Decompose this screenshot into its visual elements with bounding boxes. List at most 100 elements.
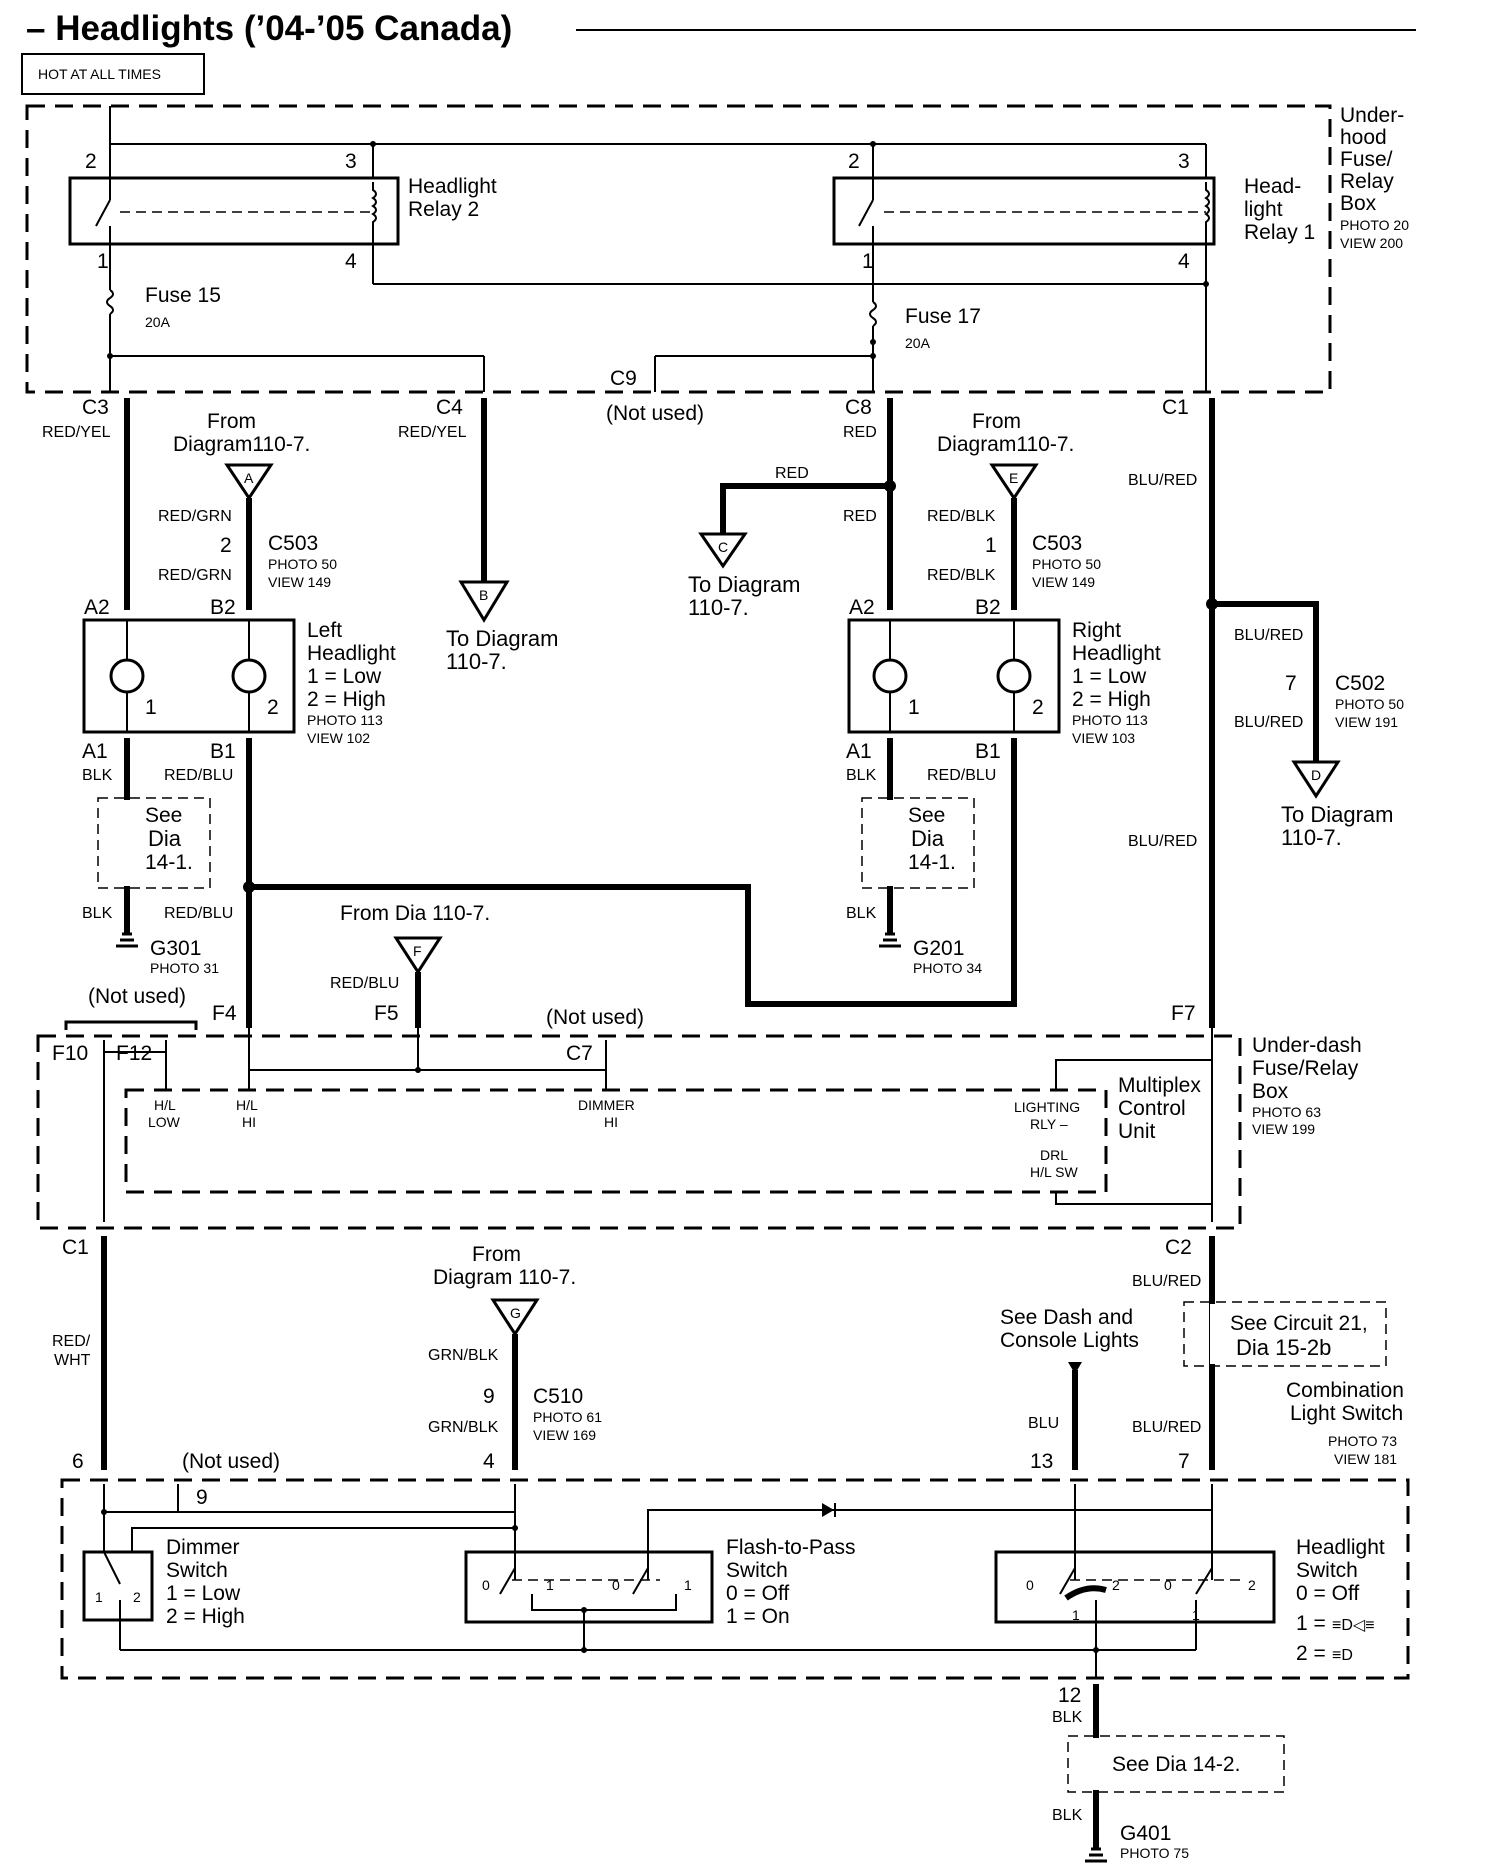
ref-triangle-a (224, 463, 274, 501)
svg-text:9: 9 (483, 1385, 495, 1408)
svg-text:BLU/RED: BLU/RED (1132, 1273, 1201, 1290)
svg-text:C8: C8 (845, 396, 872, 419)
wire-label-red-grn-bot: RED/GRN (158, 567, 232, 584)
underhood-box-label: Under- hood Fuse/ Relay Box PHOTO 20 VIE… (1340, 104, 1409, 251)
svg-text:1: 1 (145, 696, 157, 719)
svg-text:PHOTO 31: PHOTO 31 (150, 960, 219, 976)
svg-text:2 = High: 2 = High (166, 1605, 245, 1628)
svg-text:2 =: 2 = (1296, 1642, 1326, 1665)
fuse-17-amp: 20A (905, 335, 931, 351)
relay-1-coil (1204, 182, 1210, 244)
left-high-beam-bulb-icon (231, 658, 267, 694)
svg-text:PHOTO 34: PHOTO 34 (913, 960, 982, 976)
right-headlight-pins: A2 B2 A1 B1 (846, 596, 1001, 763)
see-dia-14-1-right (861, 797, 975, 889)
svg-text:1: 1 (985, 534, 997, 557)
svg-text:Relay 2: Relay 2 (408, 198, 479, 221)
svg-text:Dia 15-2b: Dia 15-2b (1236, 1335, 1331, 1360)
wire-label-red-yel-c4: RED/YEL (398, 424, 467, 441)
svg-text:H/L: H/L (154, 1097, 176, 1113)
svg-text:1: 1 (546, 1577, 554, 1593)
headlight-relay-2 (68, 176, 400, 246)
svg-text:A1: A1 (82, 740, 108, 763)
see-dia-14-2-label: See Dia 14-2. (1112, 1753, 1240, 1776)
svg-text:F12: F12 (116, 1042, 152, 1065)
svg-text:1 = On: 1 = On (726, 1605, 790, 1628)
svg-text:VIEW 191: VIEW 191 (1335, 714, 1398, 730)
svg-text:110-7.: 110-7. (1281, 825, 1342, 850)
svg-text:BLK: BLK (82, 905, 113, 922)
svg-text:Relay 1: Relay 1 (1244, 221, 1315, 244)
svg-text:B2: B2 (210, 596, 236, 619)
svg-text:C3: C3 (82, 396, 109, 419)
svg-text:1 =: 1 = (1296, 1612, 1326, 1635)
svg-text:BLK: BLK (1052, 1709, 1083, 1726)
underhood-connector-labels: C3 C4 C9 (Not used) C8 C1 (82, 367, 1189, 425)
svg-text:PHOTO 61: PHOTO 61 (533, 1409, 602, 1425)
svg-text:(Not used): (Not used) (182, 1450, 280, 1473)
svg-text:C7: C7 (566, 1042, 593, 1065)
svg-text:See: See (145, 804, 182, 827)
wire-red-to-c (720, 483, 890, 534)
flash-to-pass-switch (464, 1550, 714, 1624)
svg-text:Switch: Switch (726, 1559, 788, 1582)
wire-red-blu-crossover (249, 738, 1017, 1007)
svg-text:BLU/RED: BLU/RED (1128, 833, 1197, 850)
svg-text:F: F (413, 943, 422, 959)
svg-text:BLU: BLU (1028, 1415, 1059, 1432)
ground-g401-icon (1085, 1847, 1107, 1863)
headlight-relay-1 (832, 176, 1216, 246)
svg-text:2: 2 (1032, 696, 1044, 719)
svg-text:Dimmer: Dimmer (166, 1536, 240, 1559)
svg-text:E: E (1009, 470, 1018, 486)
svg-text:2: 2 (1112, 1577, 1120, 1593)
from-dia-f-label: From Dia 110-7. (340, 902, 490, 925)
svg-text:PHOTO 113: PHOTO 113 (1072, 712, 1148, 728)
svg-text:PHOTO 50: PHOTO 50 (1032, 556, 1101, 572)
ref-triangle-b (458, 580, 510, 623)
wire-label-red-yel-left: RED/YEL (42, 424, 111, 441)
svg-text:hood: hood (1340, 126, 1387, 149)
see-dia-14-1-left (97, 797, 211, 889)
c502-label: C502 (1335, 672, 1385, 695)
svg-text:WHT: WHT (54, 1352, 91, 1369)
svg-text:A2: A2 (849, 596, 875, 619)
svg-text:Control: Control (1118, 1097, 1186, 1120)
svg-text:RED: RED (843, 424, 877, 441)
svg-text:F4: F4 (212, 1002, 237, 1025)
svg-text:Headlight: Headlight (1072, 642, 1161, 665)
mcu-terminal-labels: H/L LOW H/L HI DIMMER HI LIGHTING RLY – … (148, 1097, 1080, 1180)
from-g-label: From (472, 1243, 521, 1266)
wire-label-red-grn-top: RED/GRN (158, 508, 232, 525)
svg-text:2: 2 (85, 150, 97, 173)
headlight-relay-1-label: Head- light Relay 1 (1244, 175, 1315, 244)
flash-to-pass-contact-2 (632, 1567, 649, 1595)
svg-text:Unit: Unit (1118, 1120, 1156, 1143)
headlight-switch-contact-1 (1059, 1567, 1076, 1595)
svg-text:Headlight: Headlight (408, 175, 497, 198)
svg-text:0 = Off: 0 = Off (1296, 1582, 1359, 1605)
headlight-relay-2-label: Headlight Relay 2 (408, 175, 497, 221)
ref-triangle-f (393, 936, 443, 975)
underdash-connector-labels: F10 F12 F4 F5 C7 F7 (Not used) (Not used… (52, 985, 1196, 1065)
svg-text:C1: C1 (1162, 396, 1189, 419)
svg-text:0: 0 (1026, 1577, 1034, 1593)
svg-text:Dia: Dia (148, 826, 182, 851)
relay-pin-numbers: 2 3 2 3 1 4 1 4 (85, 150, 1190, 273)
svg-text:14-1.: 14-1. (908, 851, 956, 874)
svg-text:12: 12 (1058, 1684, 1081, 1707)
combo-switch-label: Combination Light Switch PHOTO 73 VIEW 1… (1286, 1379, 1404, 1467)
flash-to-pass-contact-1 (499, 1567, 516, 1595)
svg-text:Right: Right (1072, 619, 1121, 642)
svg-text:B: B (479, 587, 488, 603)
svg-text:Switch: Switch (1296, 1559, 1358, 1582)
svg-text:1 = Low: 1 = Low (166, 1582, 241, 1605)
svg-text:Headlight: Headlight (1296, 1536, 1385, 1559)
ref-triangle-g (490, 1298, 540, 1337)
svg-text:BLU/RED: BLU/RED (1234, 627, 1303, 644)
svg-text:Fuse/Relay: Fuse/Relay (1252, 1057, 1359, 1080)
see-circuit-21-label: See Circuit 21, (1230, 1312, 1368, 1335)
svg-text:HI: HI (604, 1114, 618, 1130)
svg-text:VIEW 200: VIEW 200 (1340, 235, 1403, 251)
svg-text:Dia: Dia (911, 826, 945, 851)
